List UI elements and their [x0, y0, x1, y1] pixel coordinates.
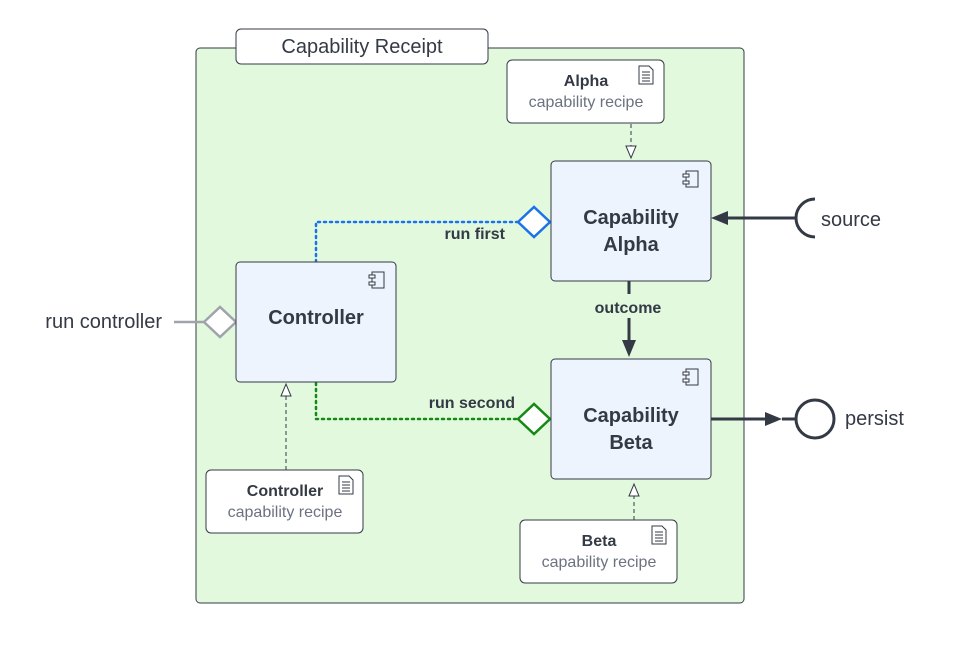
artifact-name-controller: Controller — [247, 483, 323, 500]
component-title-alpha-line2: Alpha — [603, 234, 659, 256]
port-label-source: source — [821, 209, 881, 231]
diamond-icon — [516, 205, 552, 239]
component-capability-alpha[interactable]: Capability Alpha — [550, 160, 712, 282]
component-title-alpha-line1: Capability — [583, 207, 679, 229]
document-icon — [338, 475, 354, 495]
component-controller[interactable]: Controller — [235, 261, 397, 383]
document-icon — [651, 525, 667, 545]
artifact-subtitle-controller: capability recipe — [228, 504, 343, 521]
required-interface-icon — [794, 197, 816, 239]
artifact-name-beta: Beta — [582, 533, 617, 550]
artifact-dependency-beta — [628, 482, 640, 520]
port-label-run-controller: run controller — [45, 311, 162, 333]
edge-label-run-first: run first — [445, 226, 506, 243]
artifact-subtitle-alpha: capability recipe — [529, 94, 644, 111]
provided-interface-icon — [794, 398, 836, 440]
edge-run-first[interactable]: run first — [314, 205, 552, 264]
artifact-controller[interactable]: Controller capability recipe — [205, 469, 364, 534]
component-capability-beta[interactable]: Capability Beta — [550, 358, 712, 480]
port-persist[interactable]: persist — [711, 398, 904, 440]
artifact-beta[interactable]: Beta capability recipe — [519, 519, 678, 584]
document-icon — [638, 65, 654, 85]
port-label-persist: persist — [845, 408, 904, 430]
component-icon — [682, 170, 699, 188]
component-icon — [682, 368, 699, 386]
edge-label-outcome: outcome — [595, 300, 662, 317]
port-source[interactable]: source — [711, 197, 881, 239]
component-title-beta-line1: Capability — [583, 405, 679, 427]
edge-label-run-second: run second — [429, 395, 515, 412]
arrow-left-icon — [711, 211, 728, 225]
component-title-controller: Controller — [268, 307, 364, 329]
edge-run-second[interactable]: run second — [314, 381, 552, 436]
hollow-arrow-icon — [628, 482, 640, 497]
package-tab — [235, 28, 489, 65]
hollow-arrow-icon — [280, 382, 292, 397]
artifact-dependency-controller — [280, 382, 292, 470]
port-run-controller[interactable]: run controller — [45, 305, 238, 339]
artifact-alpha[interactable]: Alpha capability recipe — [506, 59, 665, 124]
diamond-icon — [516, 402, 552, 436]
arrow-down-icon — [622, 340, 636, 357]
component-icon — [368, 271, 385, 289]
artifact-subtitle-beta: capability recipe — [542, 554, 657, 571]
package-title: Capability Receipt — [281, 36, 443, 58]
hollow-arrow-icon — [625, 145, 637, 160]
artifact-dependency-alpha — [625, 124, 637, 160]
edge-outcome[interactable]: outcome — [595, 281, 662, 357]
component-title-beta-line2: Beta — [609, 432, 653, 454]
arrow-right-icon — [765, 412, 782, 426]
artifact-name-alpha: Alpha — [564, 73, 609, 90]
